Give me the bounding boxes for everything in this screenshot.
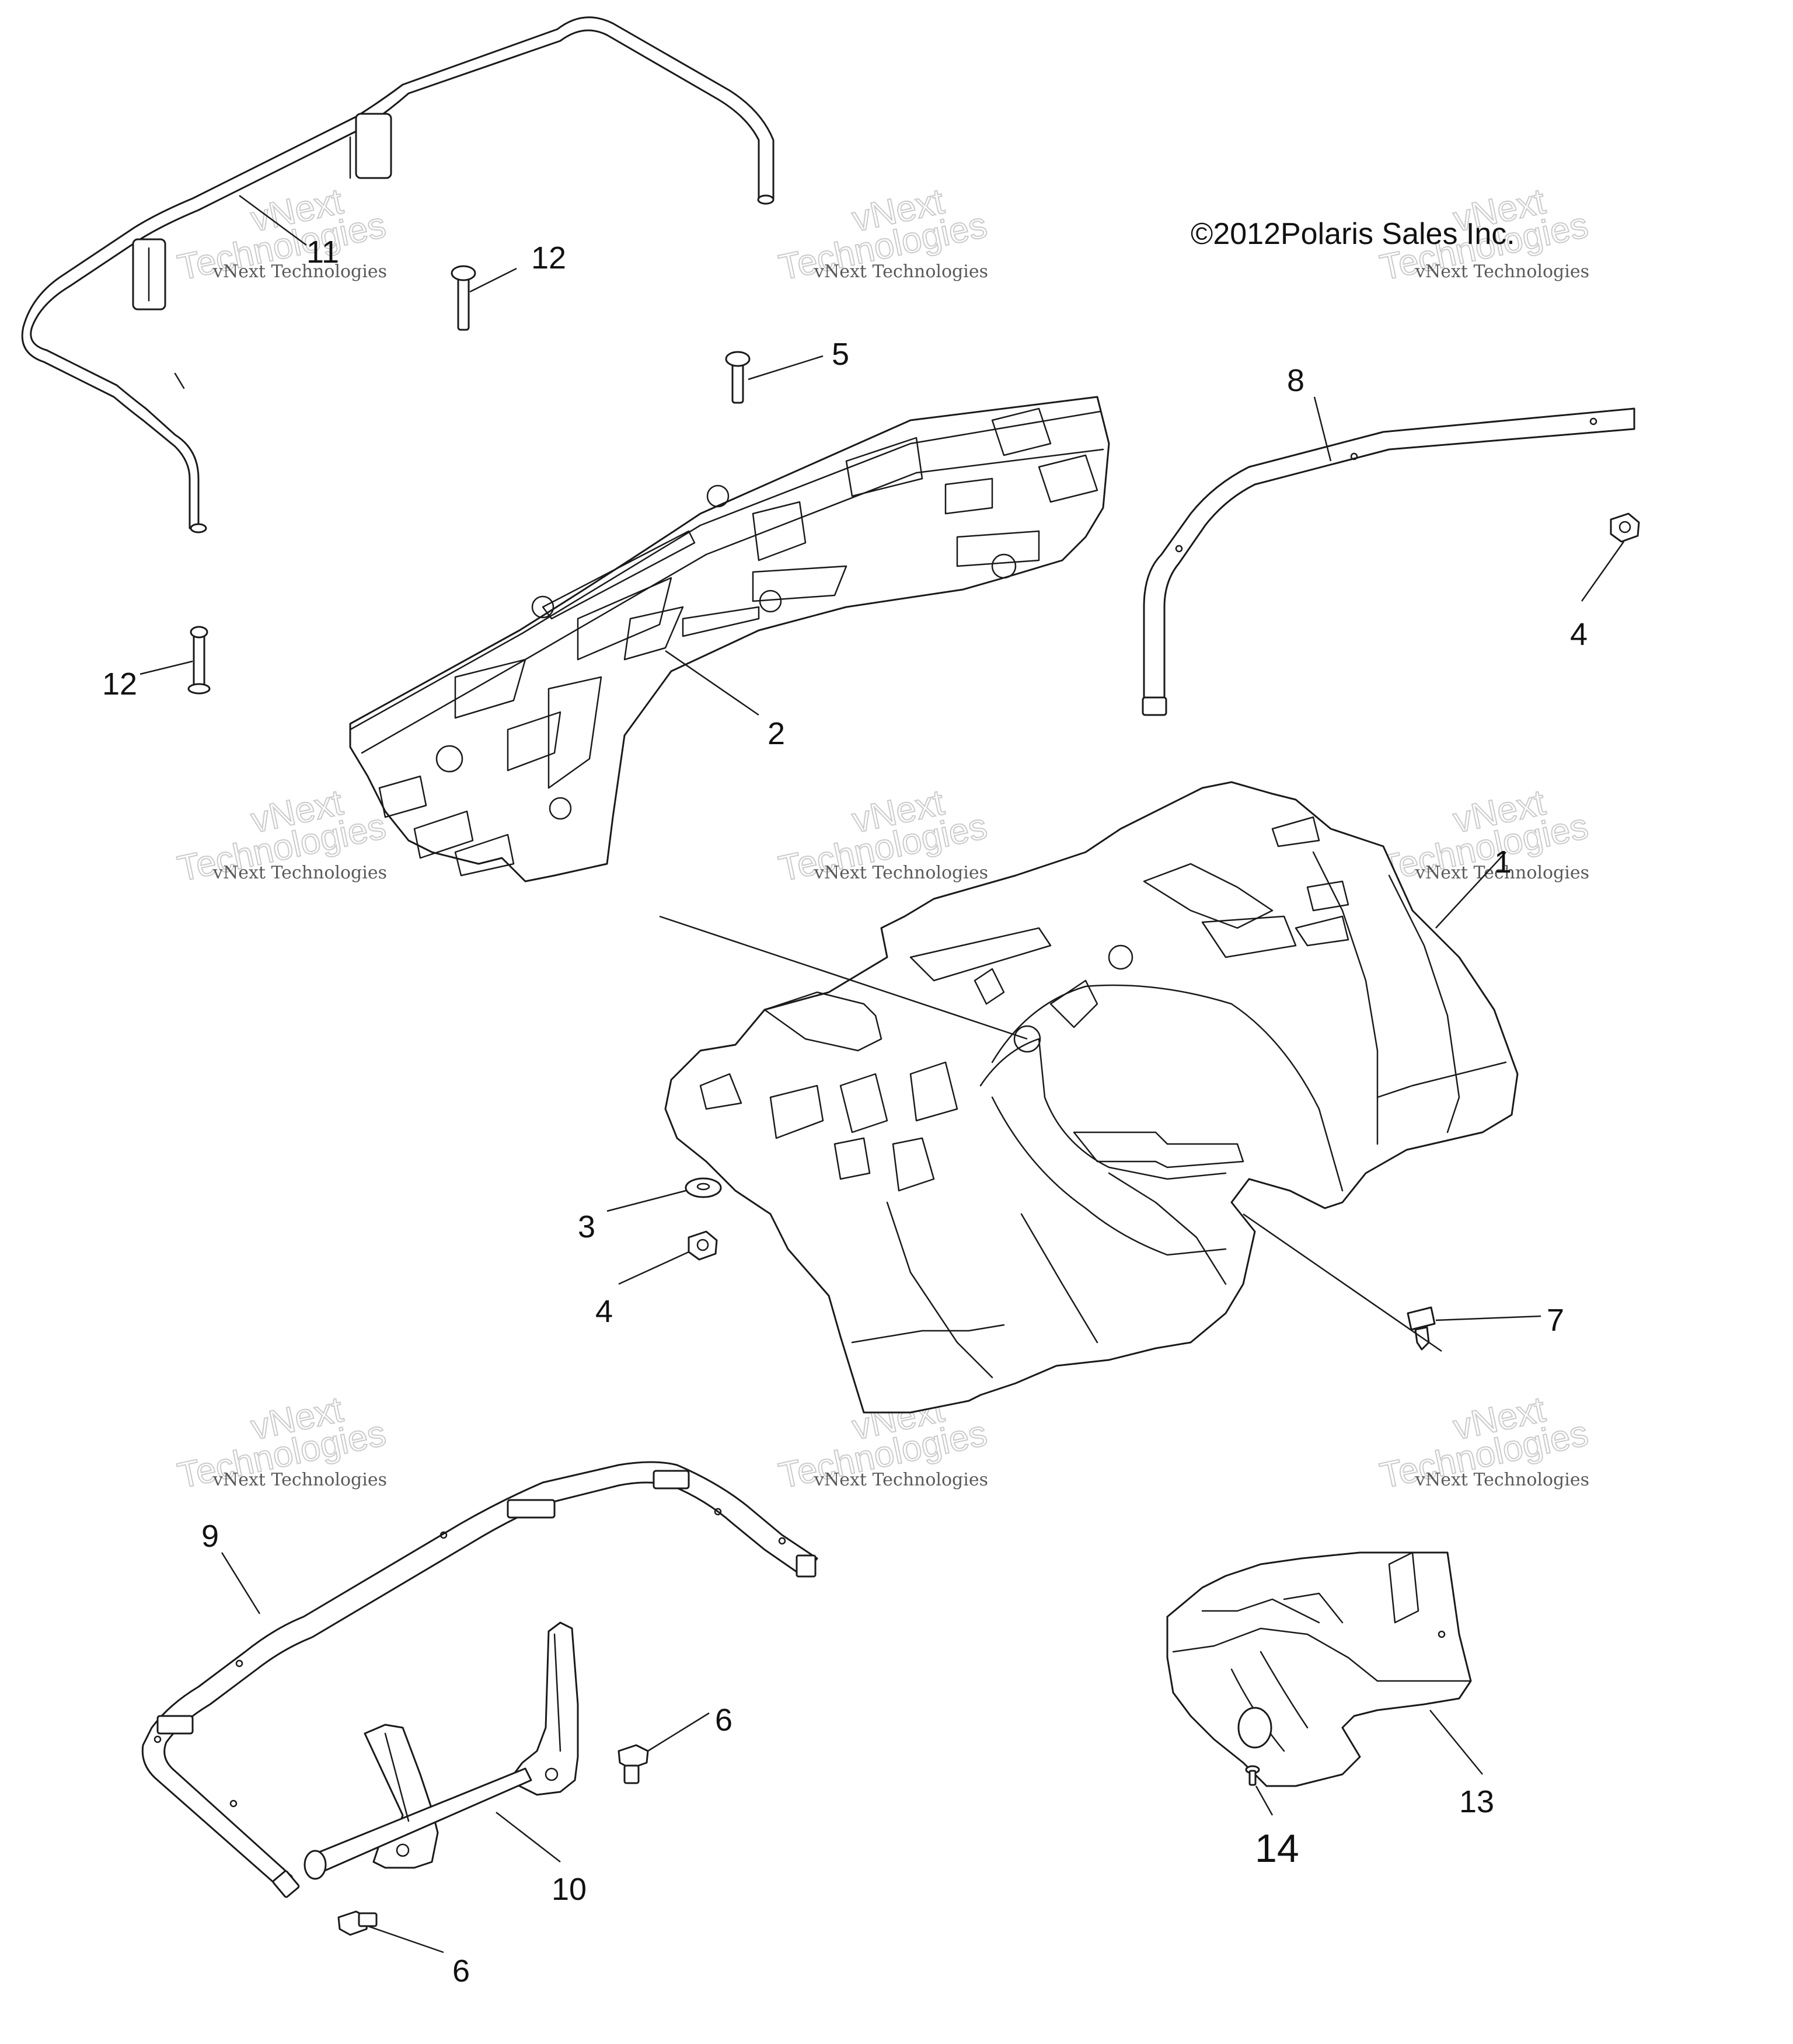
part-5-screw — [725, 351, 751, 404]
callout-1: 1 — [1494, 845, 1512, 880]
callout-13: 13 — [1459, 1784, 1494, 1819]
part-9-lower-rail — [141, 1461, 818, 1898]
callout-12: 12 — [531, 240, 566, 275]
leader-lines — [139, 194, 1625, 1954]
callout-2: 2 — [768, 716, 785, 751]
callout-4: 4 — [1570, 617, 1588, 652]
callout-11: 11 — [306, 235, 339, 270]
callout-5: 5 — [832, 337, 849, 372]
callout-10: 10 — [552, 1872, 587, 1907]
part-12-pin-upper — [451, 265, 476, 331]
watermark-text: vNext Technologies — [814, 261, 988, 282]
part-4-nut-right — [1610, 512, 1640, 543]
watermark-text: vNext Technologies — [212, 261, 387, 282]
callout-12: 12 — [102, 667, 137, 702]
part-3-washer — [685, 1177, 722, 1198]
watermark-text: vNext Technologies — [814, 863, 988, 883]
callout-8: 8 — [1287, 363, 1304, 398]
watermark-text: vNext Technologies — [212, 863, 387, 883]
part-13-fender-flap — [1166, 1551, 1472, 1787]
part-6-bolt-lower — [337, 1910, 378, 1936]
callout-6: 6 — [452, 1954, 470, 1989]
part-11-rear-rack-rail — [21, 16, 775, 533]
part-7-push-rivet — [1407, 1306, 1436, 1351]
callout-14: 14 — [1255, 1826, 1299, 1871]
part-4-nut-left — [688, 1230, 718, 1261]
callout-4: 4 — [595, 1294, 613, 1329]
watermark-text: vNext Technologies — [814, 1470, 988, 1490]
part-1-rear-fender — [664, 781, 1519, 1414]
copyright-notice: ©2012Polaris Sales Inc. — [1191, 217, 1515, 251]
part-14-screw — [1245, 1765, 1260, 1786]
callout-numbers: 11 12 5 8 4 12 2 1 3 4 7 9 6 10 6 13 14 — [102, 235, 1588, 1989]
watermark-text: vNext Technologies — [1415, 863, 1589, 883]
part-12-pin-lower — [187, 626, 211, 695]
part-10-bracket — [304, 1621, 579, 1880]
callout-9: 9 — [201, 1519, 219, 1554]
watermark-text: vNext Technologies — [212, 1470, 387, 1490]
callout-6: 6 — [715, 1703, 732, 1738]
part-6-bolt-right — [618, 1744, 649, 1784]
part-2-rear-rack — [349, 396, 1110, 883]
watermark-text: vNext Technologies — [1415, 1470, 1589, 1490]
callout-7: 7 — [1547, 1303, 1564, 1338]
watermark-text: vNext Technologies — [1415, 261, 1589, 282]
callout-3: 3 — [578, 1209, 595, 1244]
part-8-side-bar — [1142, 407, 1635, 716]
